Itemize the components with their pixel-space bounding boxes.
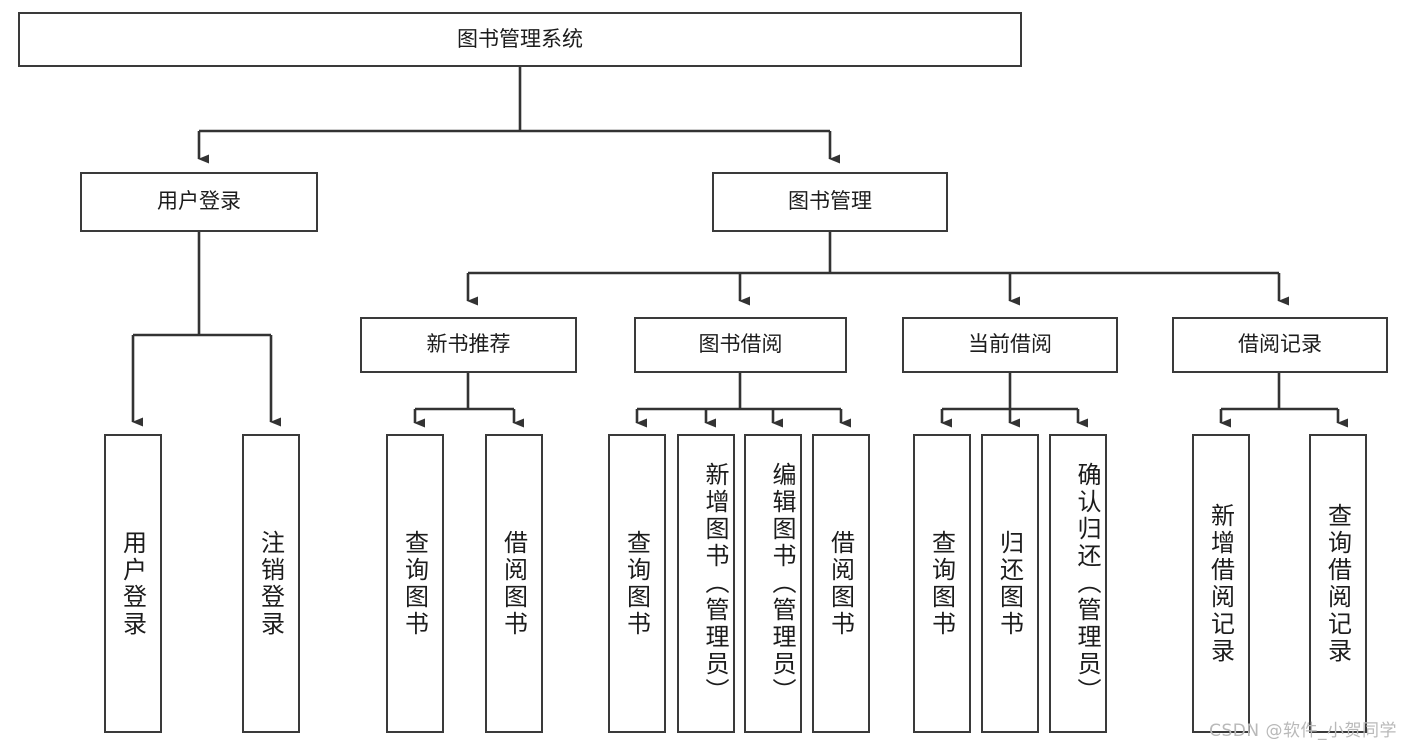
node-root-system[interactable]: 图书管理系统 — [18, 12, 1022, 67]
leaf-add-borrow-record-label: 新增借阅记录 — [1206, 502, 1235, 665]
leaf-confirm-return[interactable]: 确认归还（管理员） — [1049, 434, 1107, 733]
leaf-borrow-book-1-label: 借阅图书 — [499, 529, 528, 638]
node-book-borrow-label: 图书借阅 — [698, 332, 783, 357]
leaf-add-book[interactable]: 新增图书（管理员） — [677, 434, 735, 733]
leaf-query-book-3-label: 查询图书 — [927, 529, 956, 638]
node-current-borrow-label: 当前借阅 — [968, 332, 1052, 357]
node-root-label: 图书管理系统 — [457, 26, 583, 51]
node-borrow-record-label: 借阅记录 — [1238, 332, 1322, 357]
node-user-login[interactable]: 用户登录 — [80, 172, 318, 232]
leaf-edit-book-label: 编辑图书（管理员） — [768, 462, 796, 705]
leaf-borrow-book-2[interactable]: 借阅图书 — [812, 434, 870, 733]
node-new-book-recommend-label: 新书推荐 — [426, 332, 511, 357]
leaf-query-book-1[interactable]: 查询图书 — [386, 434, 444, 733]
leaf-query-borrow-record-label: 查询借阅记录 — [1323, 502, 1352, 665]
node-book-borrow[interactable]: 图书借阅 — [634, 317, 847, 373]
leaf-return-book[interactable]: 归还图书 — [981, 434, 1039, 733]
node-book-manage-label: 图书管理 — [788, 189, 872, 214]
leaf-add-book-label: 新增图书（管理员） — [701, 462, 729, 705]
leaf-query-book-2-label: 查询图书 — [622, 529, 651, 638]
node-user-login-label: 用户登录 — [157, 189, 241, 214]
leaf-edit-book[interactable]: 编辑图书（管理员） — [744, 434, 802, 733]
leaf-user-login-label: 用户登录 — [118, 529, 147, 638]
leaf-user-logout-label: 注销登录 — [256, 529, 285, 638]
leaf-query-book-3[interactable]: 查询图书 — [913, 434, 971, 733]
leaf-borrow-book-2-label: 借阅图书 — [826, 529, 855, 638]
node-borrow-record[interactable]: 借阅记录 — [1172, 317, 1388, 373]
node-current-borrow[interactable]: 当前借阅 — [902, 317, 1118, 373]
leaf-add-borrow-record[interactable]: 新增借阅记录 — [1192, 434, 1250, 733]
leaf-borrow-book-1[interactable]: 借阅图书 — [485, 434, 543, 733]
leaf-confirm-return-label: 确认归还（管理员） — [1073, 462, 1101, 705]
leaf-query-borrow-record[interactable]: 查询借阅记录 — [1309, 434, 1367, 733]
leaf-user-login[interactable]: 用户登录 — [104, 434, 162, 733]
node-new-book-recommend[interactable]: 新书推荐 — [360, 317, 577, 373]
leaf-query-book-2[interactable]: 查询图书 — [608, 434, 666, 733]
leaf-return-book-label: 归还图书 — [995, 529, 1024, 638]
csdn-watermark: CSDN @软件_小贺同学 — [1209, 721, 1397, 741]
leaf-query-book-1-label: 查询图书 — [400, 529, 429, 638]
leaf-user-logout[interactable]: 注销登录 — [242, 434, 300, 733]
node-book-manage[interactable]: 图书管理 — [712, 172, 948, 232]
